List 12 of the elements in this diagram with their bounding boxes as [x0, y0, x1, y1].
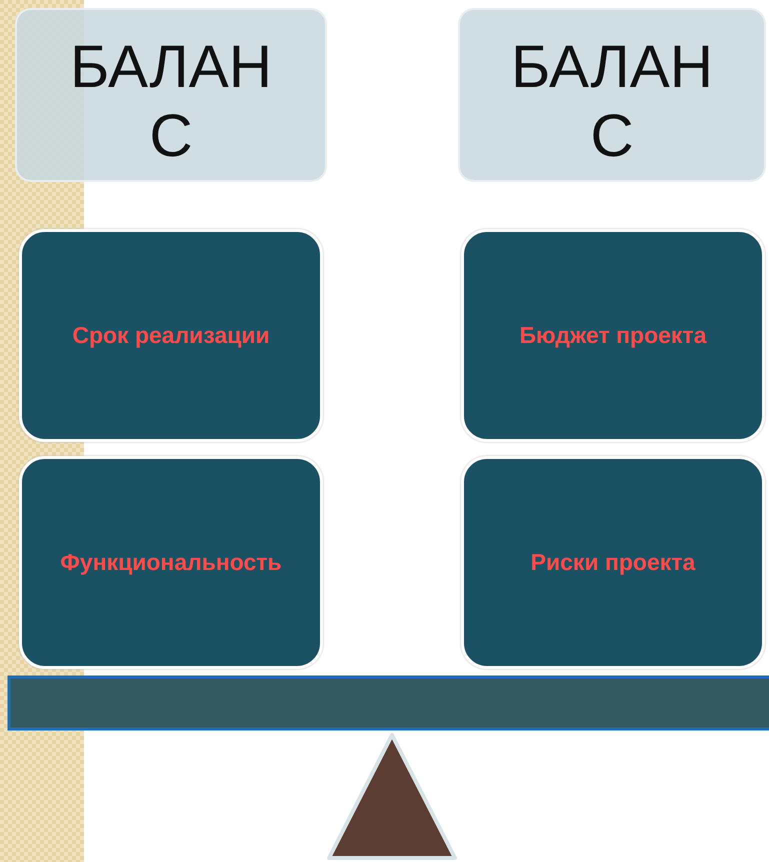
heading-box [458, 8, 766, 182]
rounded-box [461, 456, 765, 669]
box-label: Функциональность [59, 549, 283, 576]
heading-text: БАЛАНС [68, 32, 274, 170]
box-label: Бюджет проекта [518, 322, 708, 349]
box-label: Риски проекта [530, 549, 696, 576]
box-label: Срок реализации [71, 322, 271, 349]
heading-text: БАЛАНС [510, 32, 714, 170]
rounded-box [19, 229, 323, 442]
rounded-box [461, 229, 765, 442]
heading-box [15, 8, 327, 182]
rounded-box [19, 456, 323, 669]
